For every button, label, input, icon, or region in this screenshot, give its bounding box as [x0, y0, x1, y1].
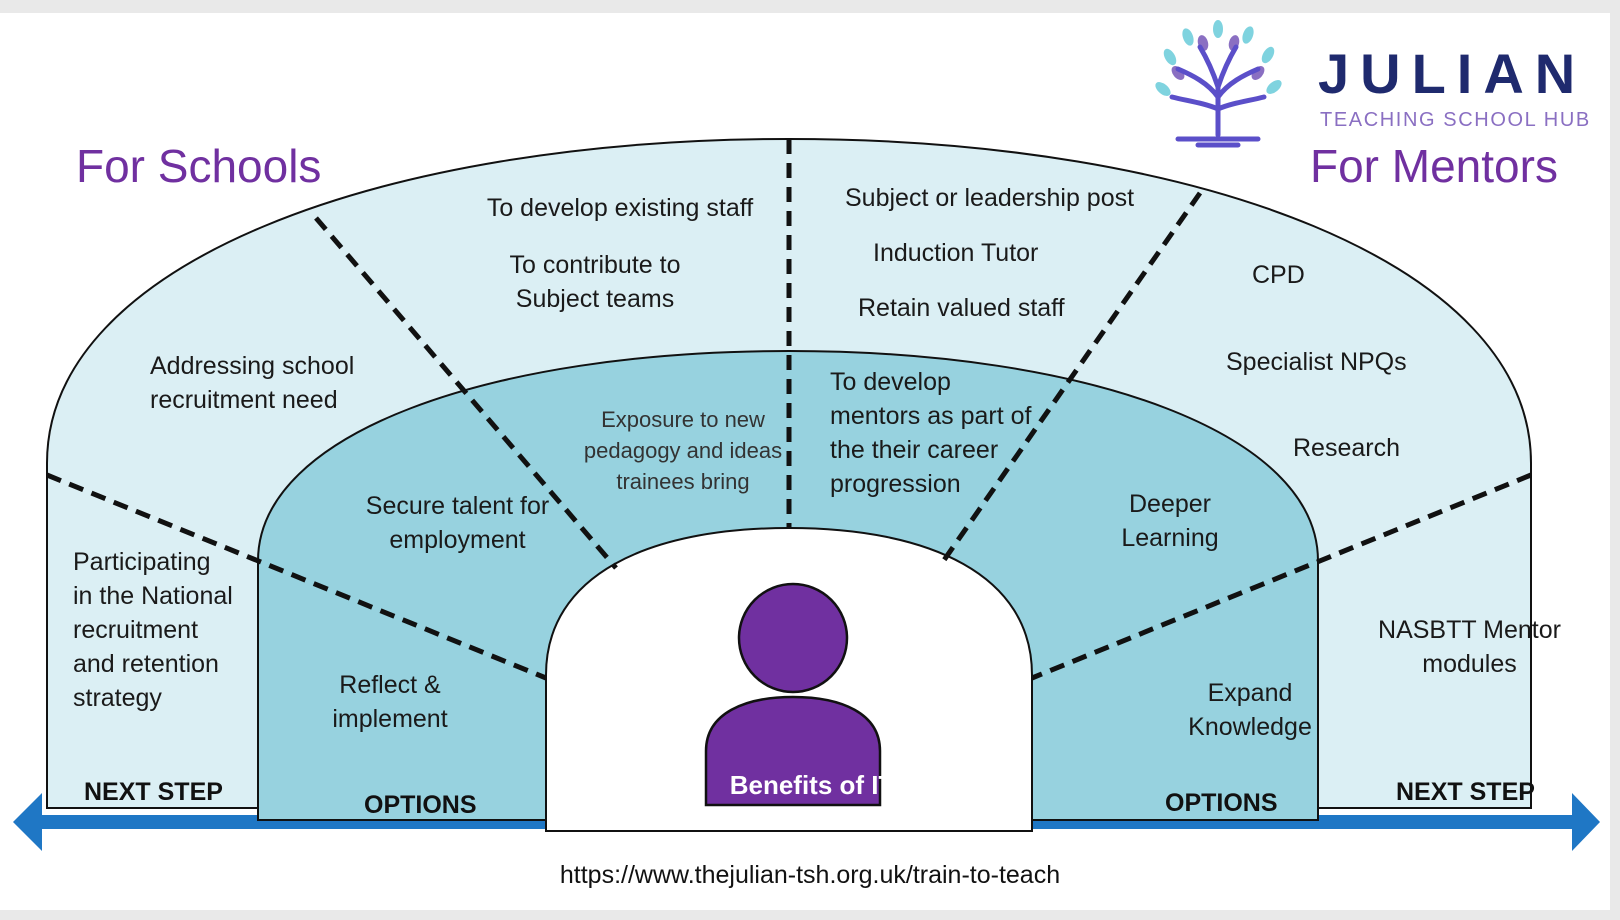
- develop-staff-text: To develop existing staff: [486, 194, 754, 222]
- next-step-right-label: NEXT STEP: [1396, 778, 1535, 806]
- slide: JULIAN TEACHING SCHOOL HUB For Schools F…: [0, 13, 1610, 910]
- for-mentors-heading: For Mentors: [1310, 140, 1558, 192]
- cpd-text: CPD: [1252, 261, 1305, 289]
- secure-talent-text: Secure talent for employment: [365, 492, 550, 554]
- contribute-subject-teams-text: To contribute to Subject teams: [509, 251, 681, 313]
- logo-subtitle: TEACHING SCHOOL HUB: [1320, 109, 1591, 131]
- benefits-of-itt-label: Benefits of ITT: [729, 770, 911, 800]
- national-strategy-text: Participating in the National recruitmen…: [73, 548, 233, 712]
- develop-mentors-text: To develop mentors as part of the their …: [830, 368, 1032, 498]
- expand-knowledge-text: Expand Knowledge: [1188, 679, 1312, 741]
- induction-tutor-text: Induction Tutor: [873, 239, 1039, 267]
- dashed-dividers: [46, 139, 1532, 681]
- logo-title: JULIAN: [1318, 42, 1587, 105]
- nasbtt-modules-text: NASBTT Mentor modules: [1378, 616, 1561, 678]
- benefits-diagram: [13, 137, 1600, 851]
- for-schools-heading: For Schools: [76, 140, 322, 192]
- deeper-learning-text: Deeper Learning: [1121, 490, 1219, 552]
- person-icon: [704, 582, 882, 807]
- retain-staff-text: Retain valued staff: [858, 294, 1065, 322]
- exposure-pedagogy-text: Exposure to new pedagogy and ideas train…: [583, 407, 783, 494]
- options-left-label: OPTIONS: [364, 791, 477, 819]
- addressing-recruitment-text: Addressing school recruitment need: [150, 352, 355, 414]
- tree-icon: [1155, 20, 1282, 148]
- next-step-left-label: NEXT STEP: [84, 778, 223, 806]
- subject-post-text: Subject or leadership post: [845, 184, 1135, 212]
- reflect-implement-text: Reflect & implement: [332, 671, 448, 733]
- research-text: Research: [1293, 434, 1400, 462]
- options-right-label: OPTIONS: [1165, 789, 1278, 817]
- specialist-npqs-text: Specialist NPQs: [1226, 348, 1407, 376]
- footer-url[interactable]: https://www.thejulian-tsh.org.uk/train-t…: [559, 861, 1061, 889]
